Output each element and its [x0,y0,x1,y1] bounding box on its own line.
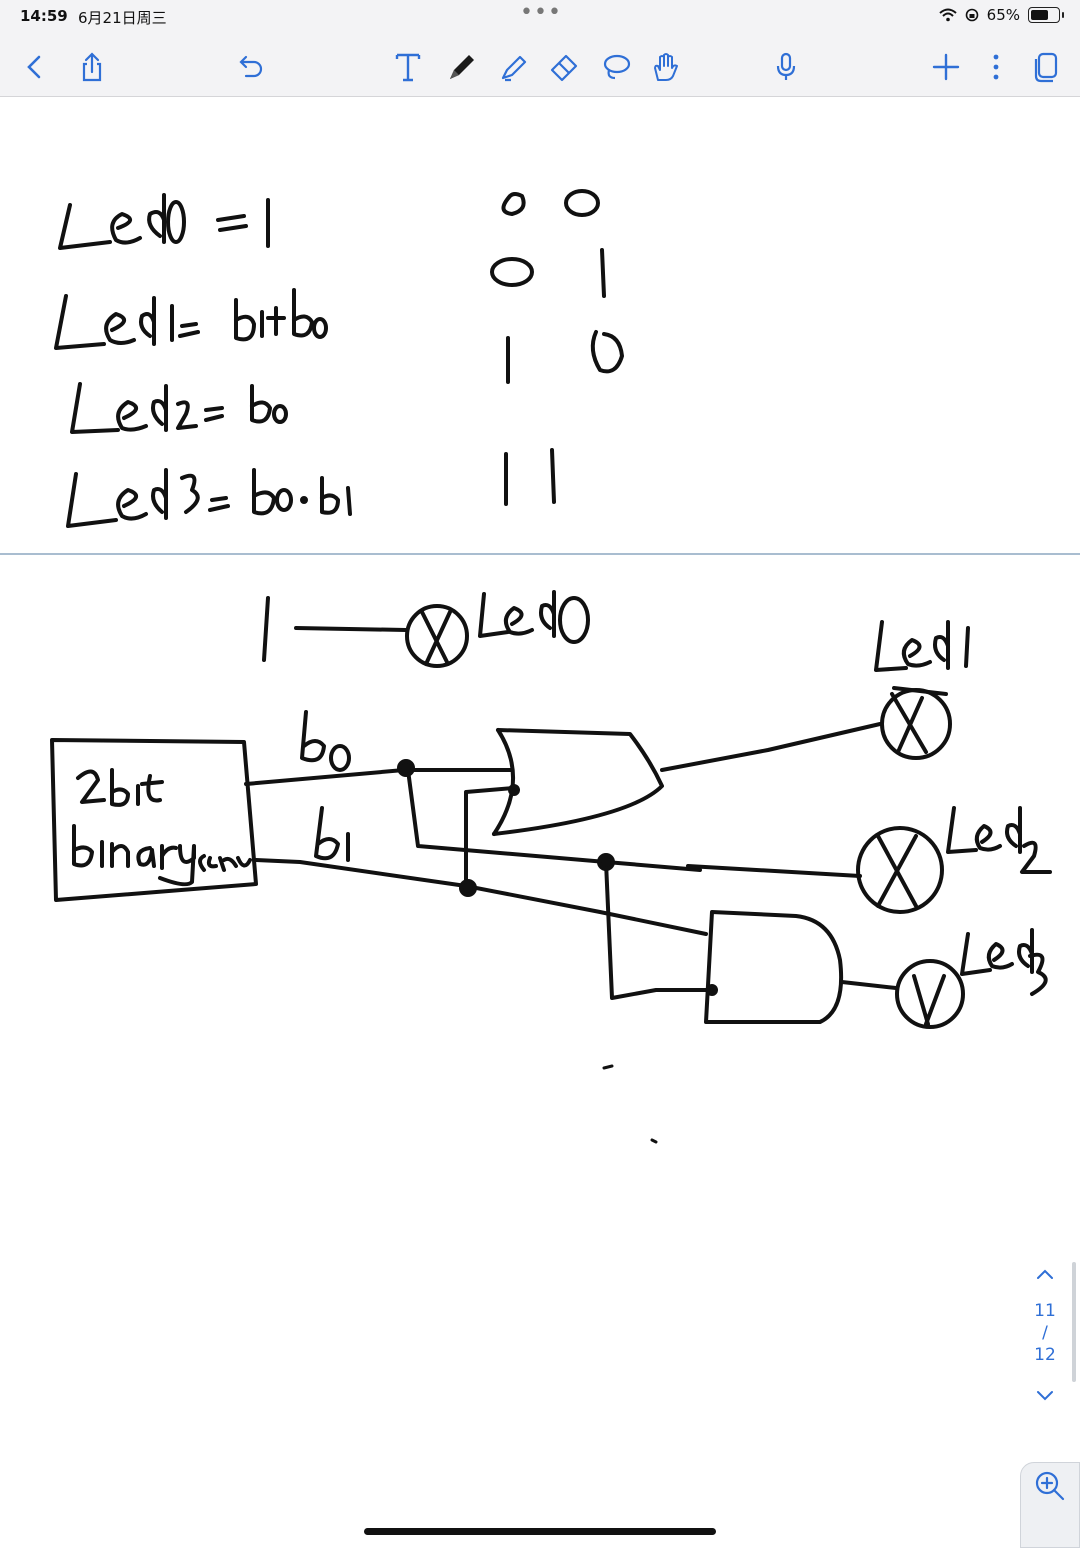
lasso-button[interactable] [596,48,636,86]
undo-button[interactable] [230,48,270,86]
multitasking-dots[interactable]: ••• [520,0,562,25]
led1-lamp [880,686,952,760]
add-button[interactable] [926,48,966,86]
or-gate [492,728,664,836]
equation-led3 [66,468,352,528]
lasso-icon [603,54,631,80]
equation-led1 [54,288,328,350]
and-gate [704,910,844,1024]
chevron-down-icon [1037,1391,1053,1401]
wire-b0-and [604,860,714,1000]
toolbar [0,36,1080,97]
constant-one [262,596,270,662]
label-led3 [960,928,1048,996]
hand-icon [654,53,678,81]
text-tool-button[interactable] [388,48,428,86]
led3-lamp [895,959,965,1029]
label-led2 [946,806,1052,874]
led2-lamp [856,826,944,914]
counter-box [50,738,258,902]
wire-b1-up [464,786,516,888]
status-indicators: 65% [938,6,1064,24]
battery-percent: 65% [986,6,1020,24]
label-b0 [300,710,351,772]
back-button[interactable] [14,48,54,86]
eraser-button[interactable] [544,48,584,86]
led0-lamp [405,604,469,668]
orientation-lock-icon [965,8,978,22]
current-page: 11 [1034,1301,1056,1321]
undo-icon [239,55,263,78]
eraser-icon [550,54,578,82]
next-page-button[interactable] [1020,1384,1070,1410]
wire-b0 [244,768,514,786]
label-led1 [874,620,970,672]
chevron-up-icon [1037,1269,1053,1279]
label-led0 [478,590,590,644]
wire-const-led0 [294,626,408,632]
equation-led2 [70,382,288,434]
status-date: 6月21日周三 [78,9,167,27]
pages-icon [1034,52,1058,83]
stray-marks [602,1064,658,1144]
wire-and-led3 [840,980,898,990]
more-icon [993,54,999,80]
zoom-in-icon [1035,1471,1065,1501]
page-navigator: 11 / 12 [1020,1262,1070,1412]
status-bar: 14:59 6月21日周三 ••• 65% [0,0,1080,36]
truth-table [490,189,624,506]
highlighter-button[interactable] [494,48,534,86]
home-indicator[interactable] [364,1528,716,1535]
hand-tool-button[interactable] [646,48,686,86]
wire-led2 [686,864,862,878]
microphone-button[interactable] [766,48,806,86]
share-button[interactable] [72,48,112,86]
page-separator: / [1042,1323,1048,1343]
page-divider [0,553,1080,555]
handwriting-canvas[interactable] [0,96,1080,1526]
wifi-icon [938,8,957,22]
equation-led0 [58,193,270,250]
add-icon [932,53,960,81]
pages-button[interactable] [1026,48,1066,86]
back-icon [27,55,41,79]
pen-tool-button[interactable] [442,48,482,86]
microphone-icon [776,52,796,80]
scrollbar[interactable] [1072,1262,1076,1382]
label-b1 [314,806,350,862]
highlighter-icon [501,55,527,82]
wire-or-led1 [660,722,882,772]
more-button[interactable] [976,48,1016,86]
total-pages: 12 [1034,1345,1056,1365]
zoom-button[interactable] [1020,1462,1080,1548]
wire-b1 [254,858,708,936]
text-tool-icon [395,53,421,82]
battery-icon [1028,7,1064,23]
pen-icon [450,55,474,79]
previous-page-button[interactable] [1020,1262,1070,1288]
share-icon [82,52,102,82]
wire-b0-down [406,768,702,872]
status-time: 14:59 [20,7,68,25]
